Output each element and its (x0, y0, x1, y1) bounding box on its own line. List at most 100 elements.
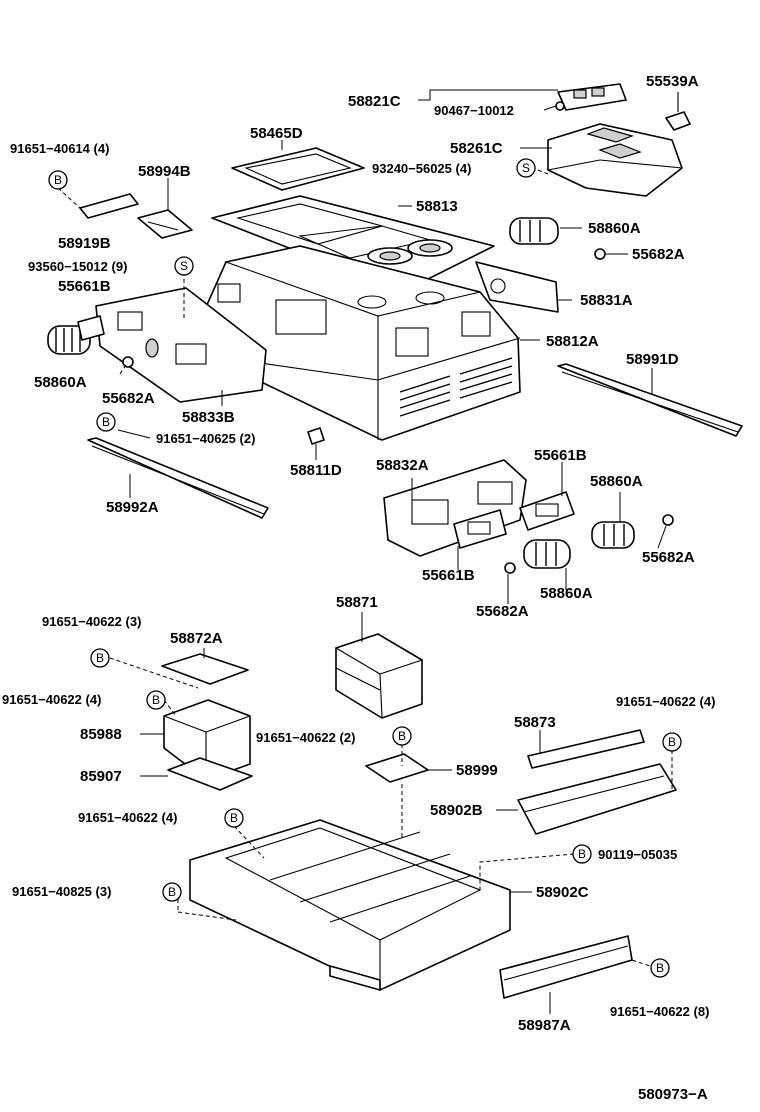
marker-b-91651-40622-2: B (392, 726, 412, 746)
label-58992a: 58992A (106, 499, 159, 516)
label-58987a: 58987A (518, 1017, 571, 1034)
label-55661b-right: 55661B (534, 447, 587, 464)
label-90467-10012: 90467−10012 (434, 103, 514, 118)
label-91651-40614: 91651−40614 (4) (10, 141, 109, 156)
bracket-58994b (137, 209, 193, 239)
label-58832a: 58832A (376, 457, 429, 474)
svg-text:B: B (668, 735, 676, 749)
label-58991d: 58991D (626, 351, 679, 368)
svg-text:S: S (522, 161, 530, 175)
marker-b-91651-40622-3: B (90, 648, 110, 668)
label-55661b-left: 55661B (58, 278, 111, 295)
clip-55682a-low (504, 562, 516, 574)
marker-b-91651-40614: B (48, 170, 68, 190)
knob-58860a-mid (591, 521, 635, 549)
rear-cover-58261c (547, 123, 683, 197)
label-85988: 85988 (80, 726, 122, 743)
label-58821c: 58821C (348, 93, 401, 110)
part-number-labels: 58821C 90467−10012 55539A 58465D 58261C … (2, 73, 715, 1034)
label-91651-40622-4c: 91651−40622 (4) (616, 694, 715, 709)
pad-58872a (161, 653, 249, 685)
marker-b-91651-40622-4c: B (662, 732, 682, 752)
svg-text:B: B (102, 415, 110, 429)
knob-58860a-low (523, 539, 571, 569)
marker-s-93240: S (516, 158, 536, 178)
label-91651-40622-2: 91651−40622 (2) (256, 730, 355, 745)
label-58860a-left: 58860A (34, 374, 87, 391)
rail-58992a (87, 437, 269, 519)
label-58860a-mid: 58860A (590, 473, 643, 490)
bezel-55661b-lower (453, 509, 507, 549)
label-85907: 85907 (80, 768, 122, 785)
label-55682a-upper: 55682A (632, 246, 685, 263)
svg-text:B: B (656, 961, 664, 975)
label-55682a-low: 55682A (476, 603, 529, 620)
label-58831a: 58831A (580, 292, 633, 309)
knob-58860a-upper (509, 217, 559, 245)
label-91651-40622-4b: 91651−40622 (4) (78, 810, 177, 825)
svg-text:B: B (168, 885, 176, 899)
vent-grille (399, 357, 513, 417)
label-58261c: 58261C (450, 140, 503, 157)
label-58465d: 58465D (250, 125, 303, 142)
knob-58860a-left (47, 325, 91, 355)
console-body-58812a (201, 245, 521, 441)
side-panel-58831a (475, 261, 559, 313)
bezel-55661b-left (77, 315, 105, 341)
svg-text:B: B (578, 847, 586, 861)
label-58871: 58871 (336, 594, 378, 611)
label-58860a-low: 58860A (540, 585, 593, 602)
bracket-58999 (365, 753, 429, 783)
label-58919b: 58919B (58, 235, 111, 252)
label-93560-15012: 93560−15012 (9) (28, 259, 127, 274)
box-58871 (334, 633, 424, 719)
bracket-58987a (499, 935, 633, 999)
label-58902b: 58902B (430, 802, 483, 819)
label-58873: 58873 (514, 714, 556, 731)
label-91651-40622-3: 91651−40622 (3) (42, 614, 141, 629)
label-58902c: 58902C (536, 884, 589, 901)
bracket-85907 (167, 757, 253, 791)
marker-b-90119: B (572, 844, 592, 864)
label-55682a-mid: 55682A (642, 549, 695, 566)
bezel-55661b-right (519, 491, 575, 531)
label-91651-40622-8: 91651−40622 (8) (610, 1004, 709, 1019)
label-55682a-left: 55682A (102, 390, 155, 407)
bracket-58902b (517, 763, 677, 835)
leader-lines (117, 89, 679, 1014)
label-58994b: 58994B (138, 163, 191, 180)
label-91651-40622-4a: 91651−40622 (4) (2, 692, 101, 707)
plate-58919b (79, 193, 139, 219)
marker-b-91651-40622-4a: B (146, 690, 166, 710)
front-panel-58833b (95, 287, 267, 403)
label-91651-40625: 91651−40625 (2) (156, 431, 255, 446)
svg-text:B: B (54, 173, 62, 187)
mat-58465d (231, 147, 365, 191)
label-55661b-lower: 55661B (422, 567, 475, 584)
strip-58873 (527, 729, 645, 769)
label-58999: 58999 (456, 762, 498, 779)
figure-reference: 580973−A (638, 1086, 708, 1103)
svg-text:B: B (398, 729, 406, 743)
fastener-dashed-leaders (57, 169, 673, 969)
svg-text:B: B (96, 651, 104, 665)
clip-58811d (307, 427, 325, 445)
label-55539a: 55539A (646, 73, 699, 90)
label-58872a: 58872A (170, 630, 223, 647)
marker-b-91651-40625: B (96, 412, 116, 432)
console-top-58813 (211, 195, 495, 293)
svg-text:B: B (152, 693, 160, 707)
label-91651-40825: 91651−40825 (3) (12, 884, 111, 899)
rail-58991d (557, 363, 743, 437)
label-58812a: 58812A (546, 333, 599, 350)
panel-58832a (383, 459, 527, 557)
bracket-85988 (163, 699, 251, 781)
clip-55682a-mid (662, 514, 674, 526)
switch-panel-58821c (555, 83, 627, 111)
label-58833b: 58833B (182, 409, 235, 426)
svg-text:S: S (180, 259, 188, 273)
marker-b-91651-40622-4b: B (224, 808, 244, 828)
frame-58902c (189, 819, 511, 991)
label-93240-56025: 93240−56025 (4) (372, 161, 471, 176)
